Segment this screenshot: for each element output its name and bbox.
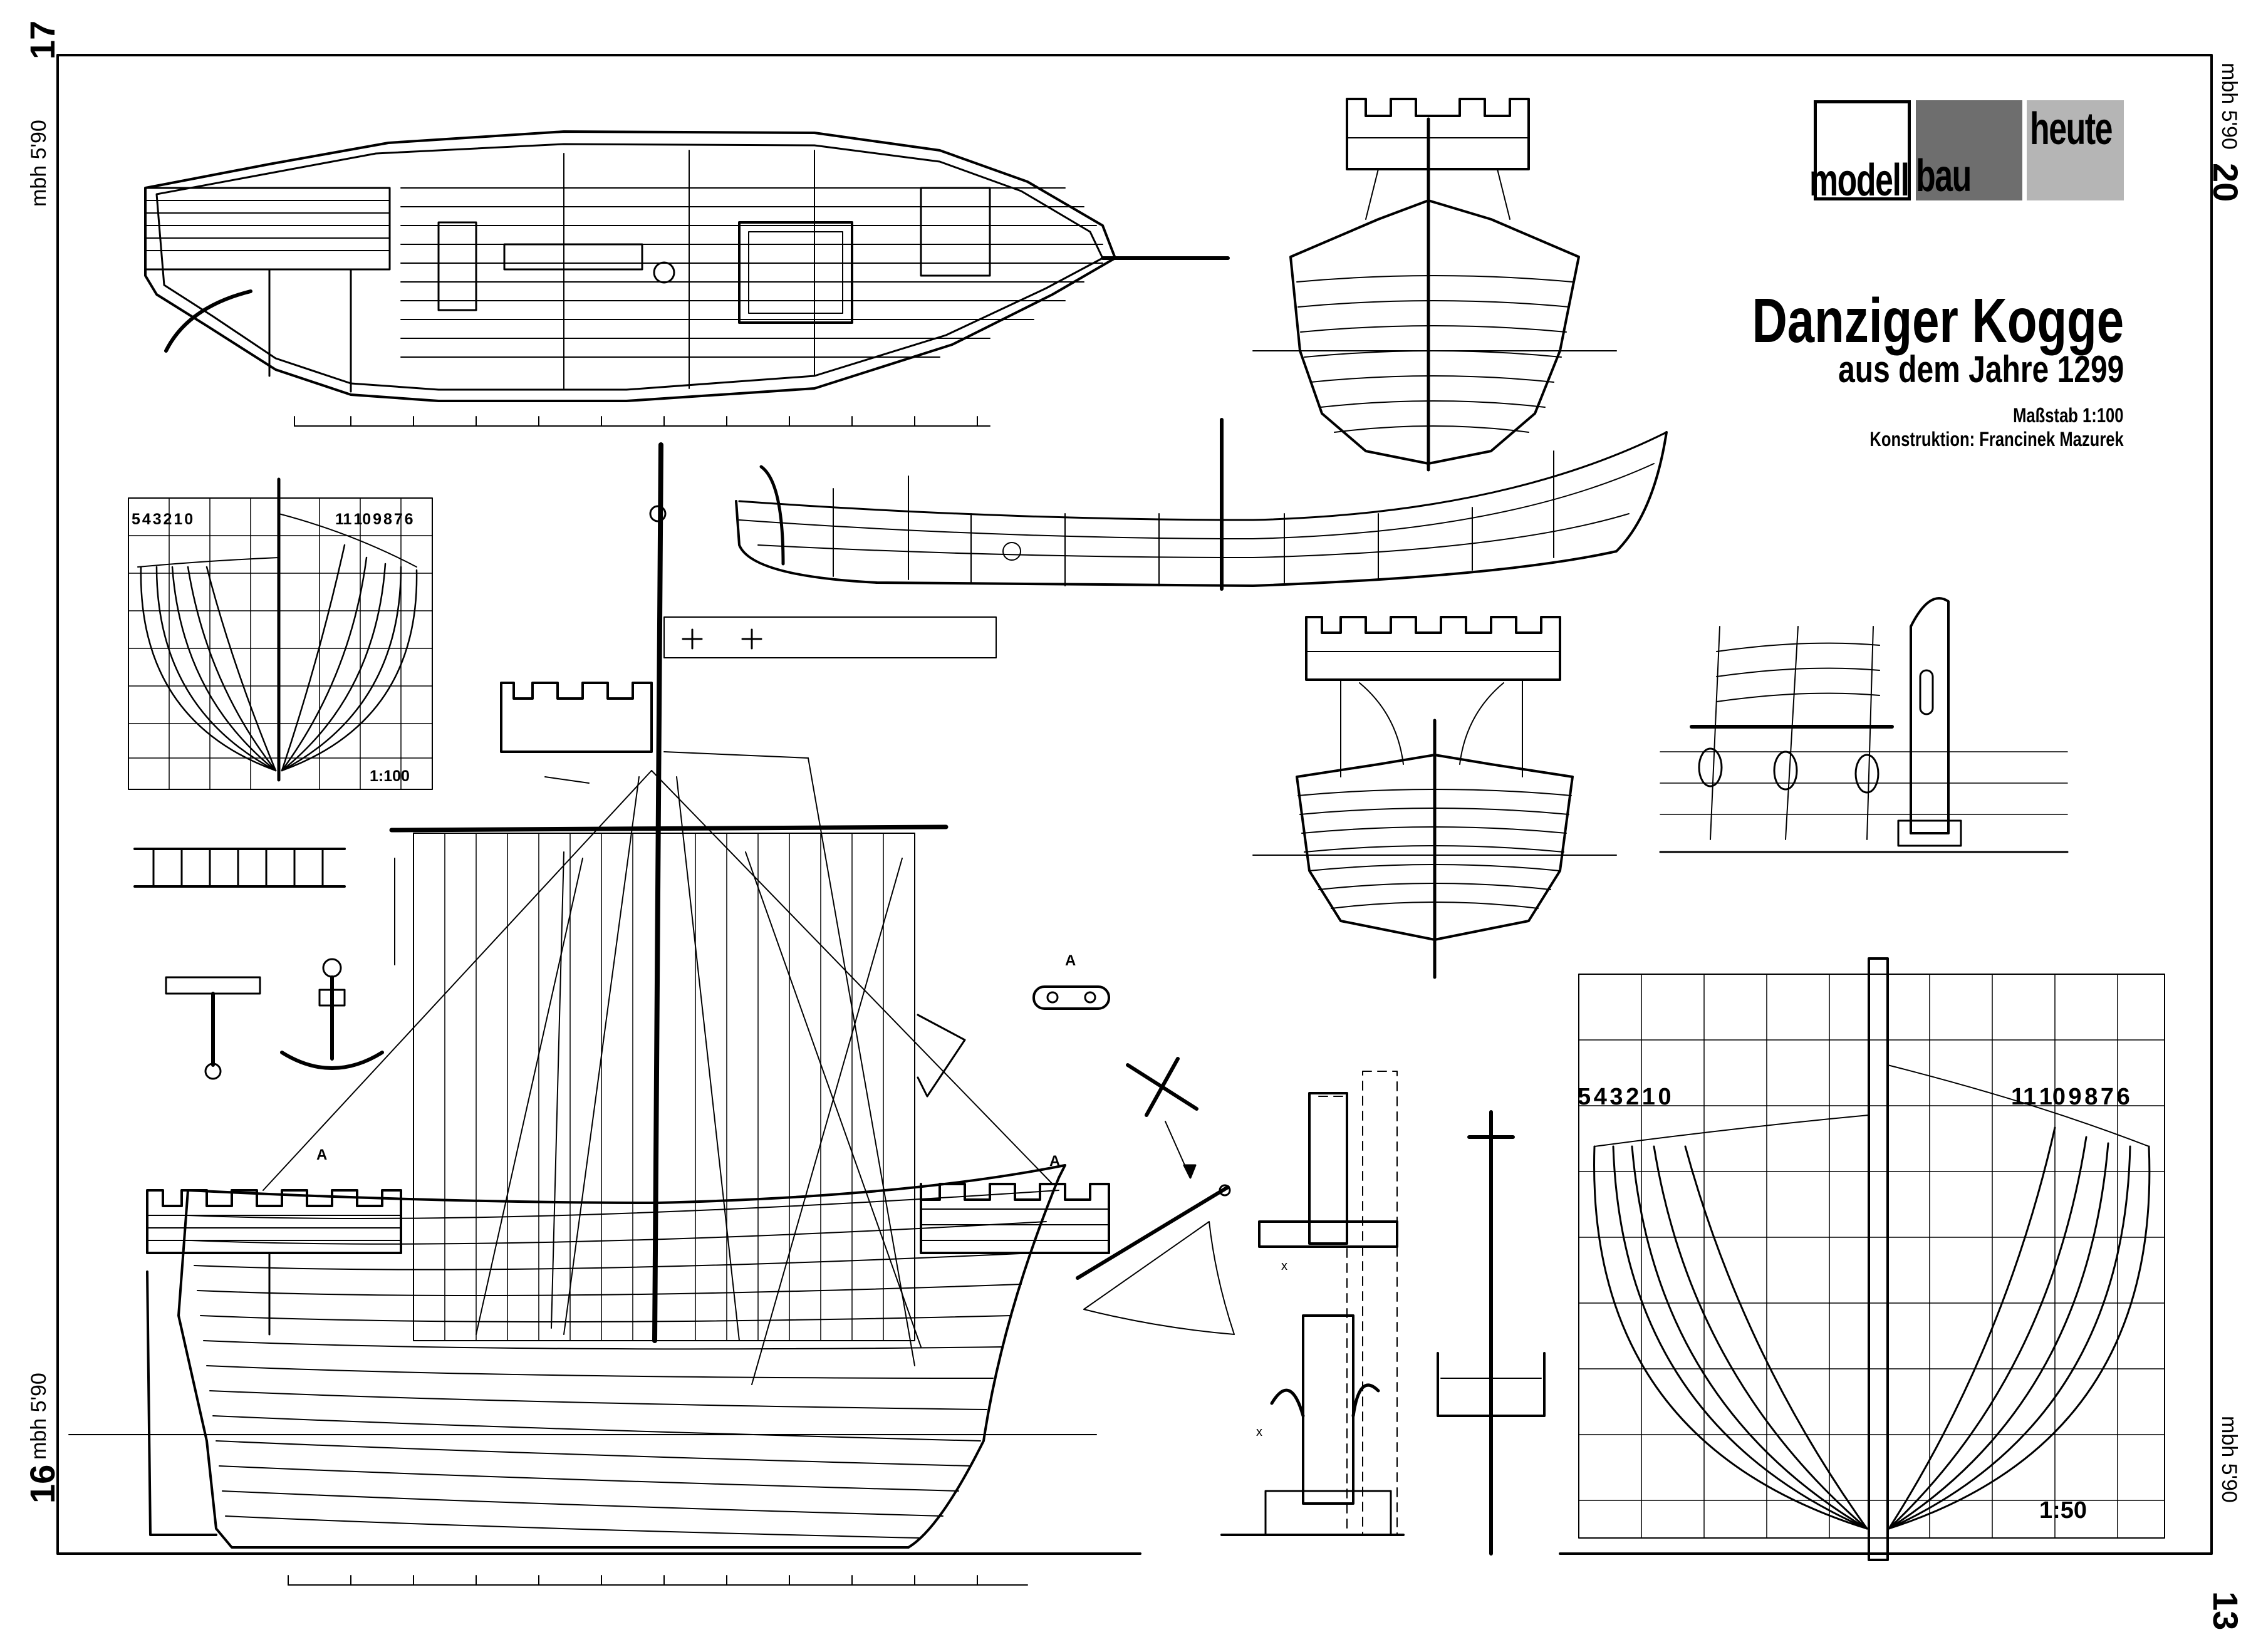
rigging-detail: [1659, 597, 2069, 853]
stern-view-middle: [1252, 616, 1617, 979]
page-number-bottom-right: 13: [2206, 1591, 2245, 1631]
small-body-stations-right: 11 10 9 8 7 6: [335, 511, 413, 528]
page-frame: [56, 54, 2213, 1555]
deck-plan-view: [144, 130, 1230, 427]
large-body-plan: [1578, 957, 2165, 1561]
magazine-mark-top-left: mbh 5'90: [27, 120, 51, 207]
shackle-detail-a: [1032, 985, 1110, 1010]
title-subtitle: aus dem Jahre 1299: [1838, 348, 2124, 390]
large-body-scale: 1:50: [2039, 1497, 2087, 1524]
detail-x-mark-upper: x: [1281, 1259, 1287, 1273]
ladder-detail: [133, 848, 346, 888]
anchor-detail-3: [1126, 1057, 1198, 1179]
logo-box-modell: [1814, 100, 1911, 200]
magazine-mark-bottom-left: mbh 5'90: [27, 1373, 51, 1460]
ruler-ticks-bottom: [288, 1575, 1028, 1586]
title-designer: Konstruktion: Francinek Mazurek: [1869, 428, 2124, 450]
logo-box-heute: [2027, 100, 2124, 200]
page-number-bottom-left: 16: [23, 1464, 62, 1504]
title-main: Danziger Kogge: [1752, 286, 2124, 356]
ruler-ticks: [294, 416, 990, 427]
side-elevation: [68, 442, 1235, 1586]
title-scale: Maßstab 1:100: [2013, 404, 2124, 427]
logo-box-bau: [1916, 100, 2022, 200]
detail-x-mark-lower: x: [1256, 1425, 1262, 1439]
logo-word-heute: heute: [2030, 104, 2113, 154]
detail-a-label-right: A: [1049, 1153, 1061, 1170]
detail-a-label-shackle: A: [1065, 952, 1076, 969]
logo-word-bau: bau: [1916, 151, 1972, 201]
hull-side-section: [735, 418, 1668, 591]
magazine-mark-top-right: mbh 5'90: [2217, 63, 2241, 150]
large-body-stations-right: 11 10 9 8 7 6: [2011, 1084, 2130, 1110]
small-body-plan: [128, 477, 433, 790]
stern-view-top: [1252, 98, 1617, 472]
mast-fitting-detail: [1220, 1071, 1405, 1536]
small-body-stations-left: 5 4 3 2 1 0: [132, 511, 194, 528]
small-body-scale: 1:100: [370, 767, 410, 785]
detail-a-label-left: A: [316, 1146, 328, 1163]
page-number-top-right: 20: [2206, 163, 2245, 202]
page-number-top-left: 17: [23, 20, 62, 60]
magazine-mark-bottom-right: mbh 5'90: [2217, 1416, 2241, 1503]
logo-word-modell: modell: [1809, 155, 1910, 205]
anchor-detail-2: [280, 958, 384, 1070]
large-body-stations-left: 5 4 3 2 1 0: [1578, 1084, 1672, 1110]
cross-mast-detail: [1437, 1110, 1546, 1556]
anchor-detail-1: [165, 976, 261, 1080]
